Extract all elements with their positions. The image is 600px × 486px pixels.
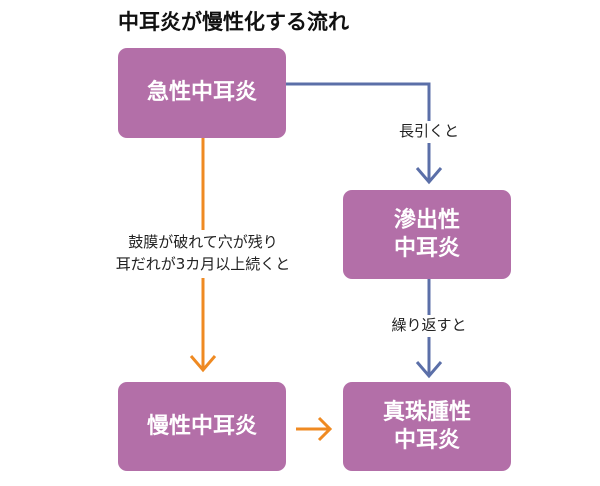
edge-label-prolonged: 長引くと bbox=[392, 121, 466, 143]
arrow-acute-to-exudative bbox=[286, 82, 431, 182]
node-chronic-label: 慢性中耳炎 bbox=[146, 413, 257, 439]
node-exudative-label-2: 中耳炎 bbox=[393, 235, 460, 261]
node-acute-otitis: 急性中耳炎 bbox=[118, 48, 286, 138]
node-cholesteatoma-otitis: 真珠腫性 中耳炎 bbox=[343, 382, 511, 471]
arrowhead-cholesteatoma-side-icon bbox=[317, 416, 333, 442]
edge-label-perforation-line-2: 耳だれが3カ月以上続くと bbox=[115, 254, 291, 273]
arrowhead-exudative-icon bbox=[415, 167, 443, 185]
edge-label-eardrum-perforation: 鼓膜が破れて穴が残り 耳だれが3カ月以上続くと bbox=[98, 230, 308, 278]
node-cholesteatoma-label-2: 中耳炎 bbox=[393, 427, 460, 453]
node-cholesteatoma-label-1: 真珠腫性 bbox=[382, 400, 471, 425]
edge-label-repeated: 繰り返すと bbox=[384, 315, 474, 337]
node-exudative-label-1: 滲出性 bbox=[393, 208, 460, 233]
node-acute-label: 急性中耳炎 bbox=[146, 80, 257, 106]
node-chronic-otitis: 慢性中耳炎 bbox=[118, 382, 286, 471]
arrowhead-chronic-icon bbox=[189, 355, 217, 373]
node-exudative-otitis: 滲出性 中耳炎 bbox=[343, 190, 511, 279]
edge-label-perforation-line-1: 鼓膜が破れて穴が残り bbox=[128, 233, 278, 251]
diagram-title: 中耳炎が慢性化する流れ bbox=[118, 10, 349, 34]
arrowhead-cholesteatoma-icon bbox=[415, 361, 443, 379]
